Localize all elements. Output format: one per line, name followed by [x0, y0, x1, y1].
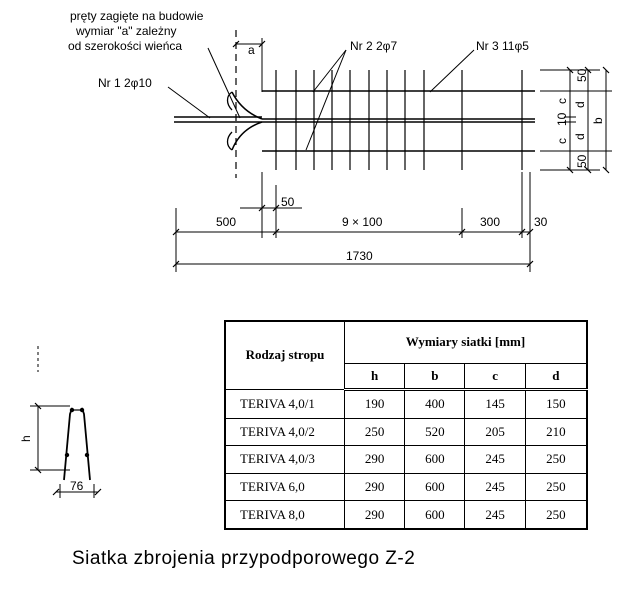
label-a: a	[248, 43, 255, 57]
dim-bottom-50: 50	[575, 154, 589, 168]
cell-h: 290	[343, 472, 406, 502]
col-header-b: b	[404, 362, 466, 391]
dim-9x100: 9 × 100	[342, 215, 383, 229]
cell-c: 245	[464, 445, 526, 474]
cell-type: TERIVA 6,0	[224, 472, 345, 502]
dim-c-bottom: c	[555, 138, 569, 144]
mesh-dimensions-table: Rodzaj stropu Wymiary siatki [mm] h b c …	[224, 320, 588, 530]
cell-b: 600	[404, 472, 466, 502]
table-row: TERIVA 4,0/2 250 520 205 210	[224, 417, 588, 447]
table-row: TERIVA 4,0/1 190 400 145 150	[224, 388, 588, 419]
drawing-labels: pręty zagięte na budowie wymiar "a" zale…	[68, 9, 529, 90]
dim-300: 300	[480, 215, 500, 229]
bottom-dimension-labels: 50 500 9 × 100 300 30 1730	[216, 195, 548, 263]
table-header-row: Rodzaj stropu Wymiary siatki [mm]	[224, 320, 588, 390]
dim-d-top: d	[573, 101, 587, 108]
table-row: TERIVA 4,0/3 290 600 245 250	[224, 445, 588, 474]
right-dimensions	[540, 66, 612, 174]
col-header-c: c	[464, 362, 526, 391]
label-nr1: Nr 1 2φ10	[98, 76, 152, 90]
leader-note	[207, 47, 241, 119]
col-header-type: Rodzaj stropu	[224, 320, 345, 390]
section-h-label: h	[19, 435, 33, 442]
crossbars-nr3	[275, 70, 523, 170]
col-header-h: h	[343, 362, 406, 391]
leader-lines	[167, 38, 475, 151]
leader-nr3	[429, 49, 475, 93]
cell-h: 250	[343, 417, 406, 447]
cell-h: 190	[343, 388, 406, 419]
cell-type: TERIVA 4,0/3	[224, 445, 345, 474]
cell-c: 145	[464, 388, 526, 419]
leader-nr2-a	[312, 49, 347, 93]
leader-nr2-b	[305, 49, 347, 151]
label-nr2: Nr 2 2φ7	[350, 39, 397, 53]
dim-10: 10	[555, 112, 569, 126]
table-subheader-row: h b c d	[225, 362, 588, 391]
dim-50: 50	[281, 195, 295, 209]
col-header-d: d	[524, 362, 588, 391]
dim-d-bottom: d	[573, 133, 587, 140]
cell-type: TERIVA 8,0	[224, 500, 345, 530]
cell-d: 250	[524, 500, 588, 530]
dim-total-1730: 1730	[346, 249, 373, 263]
section-leg-left	[63, 407, 73, 481]
cell-type: TERIVA 4,0/1	[224, 388, 345, 419]
dim-500: 500	[216, 215, 236, 229]
cell-c: 245	[464, 472, 526, 502]
table-row: TERIVA 8,0 290 600 245 250	[224, 500, 588, 530]
note-line-1: pręty zagięte na budowie	[70, 9, 204, 23]
table-row: TERIVA 6,0 290 600 245 250	[224, 472, 588, 502]
bent-bar-top	[231, 91, 263, 120]
right-dimension-labels: 50 c d 10 c d 50 b	[555, 68, 605, 168]
cell-c: 205	[464, 417, 526, 447]
dim-c-top: c	[555, 98, 569, 104]
note-line-2: wymiar "a" zależny	[75, 24, 177, 38]
col-header-group: Wymiary siatki [mm]	[344, 320, 588, 364]
mesh-plan-view	[174, 30, 535, 178]
figure-caption: Siatka zbrojenia przypodporowego Z-2	[72, 548, 416, 569]
cell-type: TERIVA 4,0/2	[224, 417, 345, 447]
section-width-label: 76	[70, 479, 84, 493]
cell-d: 250	[524, 472, 588, 502]
cell-d: 150	[524, 388, 588, 419]
cell-b: 400	[404, 388, 466, 419]
label-nr3: Nr 3 11φ5	[476, 39, 529, 53]
bent-hook-top	[226, 91, 233, 111]
note-line-3: od szerokości wieńca	[68, 39, 182, 53]
cell-d: 210	[524, 417, 588, 447]
dim-top-50: 50	[575, 68, 589, 82]
dim-30: 30	[534, 215, 548, 229]
bent-hook-bottom	[226, 131, 233, 151]
dim-b: b	[591, 117, 605, 124]
bottom-dimensions	[172, 172, 534, 272]
cell-h: 290	[343, 445, 406, 474]
cell-h: 290	[343, 500, 406, 530]
cell-c: 245	[464, 500, 526, 530]
bent-bar-bottom	[231, 121, 263, 151]
section-leg-right	[81, 407, 91, 481]
cell-b: 600	[404, 445, 466, 474]
cell-b: 600	[404, 500, 466, 530]
cross-section-dots	[64, 407, 90, 458]
cross-section-view	[30, 346, 102, 498]
cell-b: 520	[404, 417, 466, 447]
leader-nr1	[167, 86, 211, 119]
cell-d: 250	[524, 445, 588, 474]
